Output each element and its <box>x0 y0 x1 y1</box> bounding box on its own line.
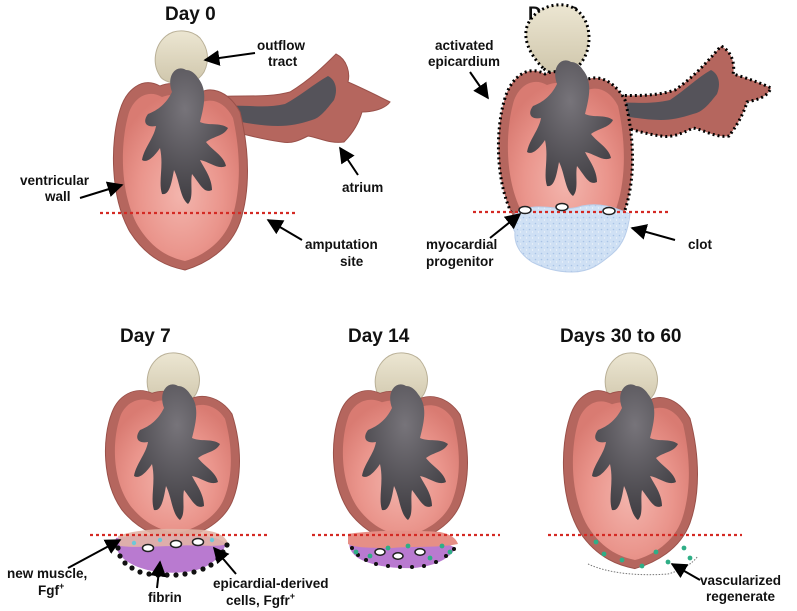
activated-epicardium-label-2: epicardium <box>428 54 500 69</box>
ventricular-wall-label-1: ventricular <box>20 173 90 188</box>
day3-activated-outflow <box>524 3 591 76</box>
myocardial-progenitor-arrow <box>489 213 522 239</box>
day7-heart <box>104 352 240 541</box>
vascularized-regenerate-label-2: regenerate <box>706 589 776 604</box>
vascularized-regenerate-arrow <box>670 563 701 581</box>
panel-day0: Day 0 outflow tract ventricular wall atr… <box>20 4 391 271</box>
panel-day14: Day 14 <box>312 326 500 569</box>
day14-new-muscle <box>348 530 458 548</box>
day3-atrium-lumen <box>597 70 719 120</box>
day3-clot <box>511 204 631 273</box>
day14-heart <box>332 352 468 545</box>
day7-progenitor-cells <box>141 537 205 553</box>
epicardial-derived-arrow <box>212 546 237 575</box>
ventricular-wall-arrow <box>79 181 124 199</box>
clot-arrow <box>630 224 676 241</box>
day30-60-regenerate-outline <box>587 555 699 576</box>
atrium-arrow <box>339 146 359 176</box>
fibrin-arrow <box>150 560 167 589</box>
day30-60-heart <box>562 352 698 570</box>
outflow-tract-label-1: outflow <box>257 38 305 53</box>
day14-title: Day 14 <box>348 326 410 347</box>
day30-60-vessels <box>593 539 693 569</box>
amputation-site-label-1: amputation <box>305 237 378 252</box>
vascularized-regenerate-label-1: vascularized <box>700 573 781 588</box>
myocardial-progenitor-label-2: progenitor <box>426 254 494 269</box>
day30-60-title: Days 30 to 60 <box>560 326 681 347</box>
day14-vessels <box>353 543 453 561</box>
ventricular-wall-label-2: wall <box>44 189 71 204</box>
panel-day3: Day 3 activated epicardium myocardial pr… <box>426 3 773 273</box>
panel-day7: Day 7 new muscle, Fgf+ fibri <box>7 326 329 608</box>
outflow-tract-label-2: tract <box>268 54 298 69</box>
outflow-tract-arrow <box>203 50 256 66</box>
day7-fgfr-cells <box>131 537 215 546</box>
activated-epicardium-arrow <box>469 71 489 100</box>
day3-progenitor-cells <box>518 202 616 216</box>
day14-epicardial-dots <box>350 546 456 569</box>
atrium-lumen <box>210 76 336 126</box>
epicardial-derived-label-2: cells, Fgfr+ <box>226 591 295 608</box>
day0-title: Day 0 <box>165 4 216 25</box>
panel-day30-60: Days 30 to 60 vascularized regenerate <box>548 326 781 604</box>
day14-progenitor-cells <box>374 548 426 560</box>
activated-epicardium-label-1: activated <box>435 38 494 53</box>
atrium-label: atrium <box>342 180 383 195</box>
clot-label: clot <box>688 237 713 252</box>
new-muscle-label-1: new muscle, <box>7 566 87 581</box>
amputation-site-arrow <box>266 219 303 241</box>
new-muscle-arrow <box>67 539 122 569</box>
amputation-site-label-2: site <box>340 254 364 269</box>
myocardial-progenitor-label-1: myocardial <box>426 237 497 252</box>
day3-heart <box>496 3 773 260</box>
epicardial-derived-label-1: epicardial-derived <box>213 576 329 591</box>
new-muscle-label-2: Fgf+ <box>38 581 64 598</box>
day0-heart <box>112 30 391 271</box>
day7-title: Day 7 <box>120 326 171 347</box>
fibrin-label: fibrin <box>148 590 182 605</box>
